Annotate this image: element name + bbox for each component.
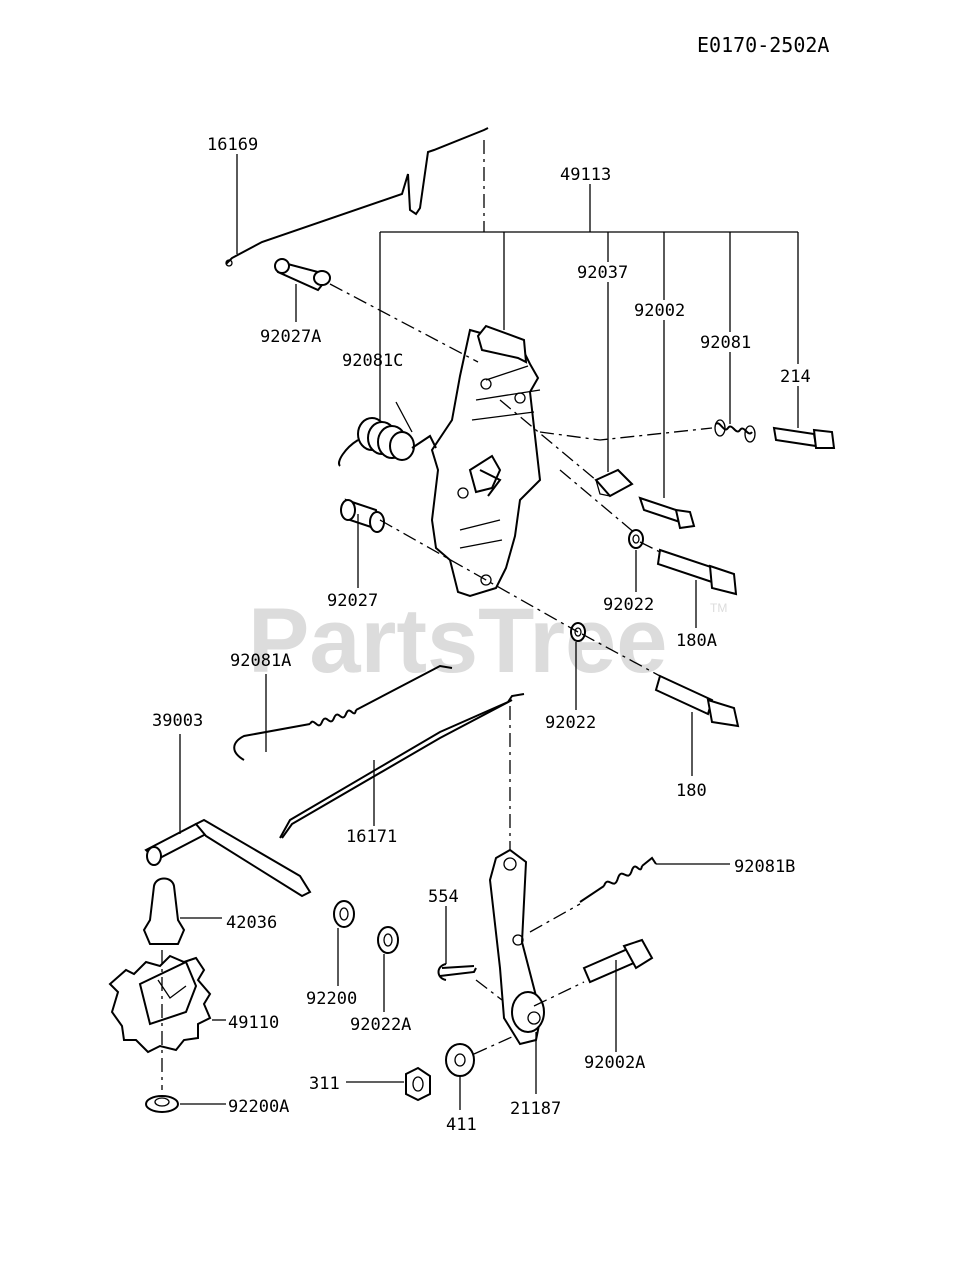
spring-92081A-drawing — [233, 664, 453, 761]
label-214: 214 — [780, 367, 811, 387]
spring-92081B-drawing — [579, 856, 657, 903]
collar-92027A-drawing — [274, 258, 331, 292]
washer-92022-upper-drawing — [628, 529, 644, 549]
washer-92200A-drawing — [145, 1095, 179, 1113]
label-16171: 16171 — [346, 827, 397, 847]
bolt-214-drawing — [772, 426, 836, 449]
label-92200A: 92200A — [228, 1097, 289, 1117]
spring-92081-drawing — [714, 419, 756, 443]
spring-92081C-drawing — [338, 417, 437, 467]
bolt-92002-drawing — [638, 496, 696, 530]
label-92081B: 92081B — [734, 857, 795, 877]
part-labels: 16169 49113 92037 92002 92081 214 92027A… — [152, 135, 811, 1135]
label-92002A: 92002A — [584, 1053, 645, 1073]
label-21187: 21187 — [510, 1099, 561, 1119]
leader-lines — [179, 154, 799, 1110]
governor-rod-16169-drawing — [225, 127, 489, 267]
bolt-180A-drawing — [656, 548, 738, 596]
label-92037: 92037 — [577, 263, 628, 283]
label-92002: 92002 — [634, 301, 685, 321]
collar-92027-drawing — [340, 498, 385, 533]
label-554: 554 — [428, 887, 459, 907]
label-49110: 49110 — [228, 1013, 279, 1033]
label-92022-lower: 92022 — [545, 713, 596, 733]
nut-311-drawing — [405, 1066, 431, 1102]
label-16169: 16169 — [207, 135, 258, 155]
label-92200: 92200 — [306, 989, 357, 1009]
control-bracket-49113-drawing — [430, 324, 542, 598]
label-49113: 49113 — [560, 165, 611, 185]
pin-554-drawing — [437, 963, 477, 981]
label-39003: 39003 — [152, 711, 203, 731]
label-92027: 92027 — [327, 591, 378, 611]
washer-411-drawing — [445, 1043, 475, 1077]
assembly-lines — [161, 140, 713, 1090]
label-180A: 180A — [676, 631, 717, 651]
label-92027A: 92027A — [260, 327, 321, 347]
clip-92037-drawing — [594, 468, 634, 498]
bolt-92002A-drawing — [582, 938, 654, 984]
label-411: 411 — [446, 1115, 477, 1135]
gear-49110-drawing — [108, 954, 212, 1054]
cap-42036-drawing — [142, 877, 186, 945]
label-92081A: 92081A — [230, 651, 291, 671]
label-92022A: 92022A — [350, 1015, 411, 1035]
label-92081: 92081 — [700, 333, 751, 353]
label-311: 311 — [309, 1074, 340, 1094]
label-92022-upper: 92022 — [603, 595, 654, 615]
diagram-reference: E0170-2502A — [697, 33, 829, 57]
washer-92200-drawing — [333, 900, 355, 928]
label-92081C: 92081C — [342, 351, 403, 371]
washer-92022A-drawing — [377, 926, 399, 954]
shaft-39003-drawing — [144, 818, 312, 898]
governor-lever-drawing — [488, 848, 545, 1046]
label-42036: 42036 — [226, 913, 277, 933]
rod-16171-drawing — [279, 693, 525, 839]
watermark: PartsTree — [248, 590, 667, 692]
watermark-trademark: TM — [710, 601, 727, 615]
label-180: 180 — [676, 781, 707, 801]
bolt-180-drawing — [654, 674, 740, 728]
